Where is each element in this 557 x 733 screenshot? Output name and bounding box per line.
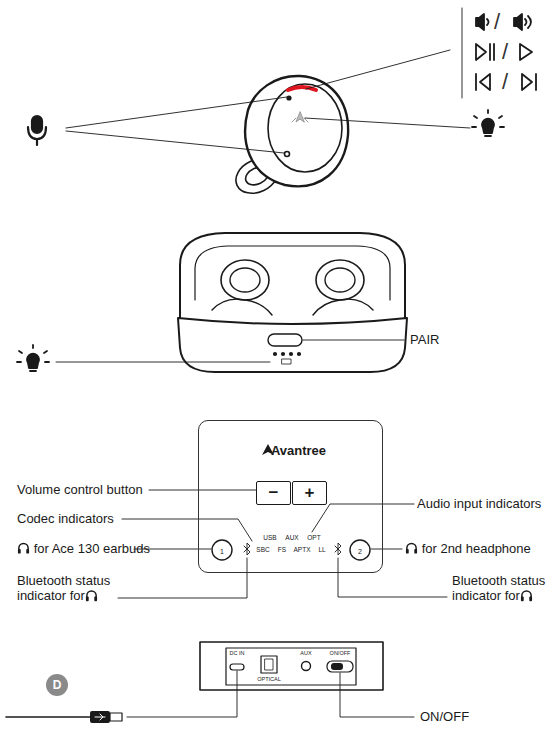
button-number-group: 1	[220, 548, 224, 556]
port-name: DC IN	[230, 650, 245, 656]
button-number: 1	[220, 548, 224, 555]
leader-line	[66, 97, 287, 128]
button-symbol: +	[305, 483, 315, 503]
leader-line	[66, 131, 284, 153]
leader-line	[340, 673, 414, 717]
part-name: Volume control button	[17, 482, 143, 497]
port-name-group: DC IN	[230, 650, 245, 656]
part-name-group: PAIR	[410, 333, 439, 348]
bluetooth-led	[335, 543, 341, 555]
headphone-icon	[17, 542, 30, 555]
spacer	[418, 541, 422, 556]
input-indicator: OPT	[307, 534, 320, 541]
leader-line	[122, 519, 252, 541]
input-indicator-group: AUX	[285, 534, 298, 541]
light-icon	[17, 345, 49, 371]
input-indicator: USB	[263, 534, 276, 541]
usb-cable	[6, 711, 122, 723]
button-number: 2	[358, 548, 362, 555]
headphone-1-button	[212, 540, 232, 560]
part-name: for 2nd headphone	[422, 541, 531, 556]
headphone-2-button	[350, 540, 370, 560]
callout-letter: D	[53, 678, 62, 692]
part-name-group: for Ace 130 earbuds	[17, 542, 150, 557]
button-symbol: −	[269, 483, 279, 503]
mic-icon	[28, 116, 46, 145]
codec-indicator: APTX	[294, 546, 311, 553]
part-name: for Ace 130 earbuds	[34, 541, 150, 556]
logo	[292, 112, 308, 122]
part-name-group: for 2nd headphone	[405, 542, 531, 557]
volume-up-button: +	[292, 481, 327, 505]
earbud-face	[268, 84, 342, 172]
leader-line	[338, 558, 447, 597]
leader-line	[56, 362, 270, 363]
separator-group: /	[502, 69, 508, 94]
earbud-shell	[245, 76, 348, 186]
leader-line	[312, 504, 414, 532]
rear-panel	[200, 642, 383, 690]
part-name: Audio input indicators	[417, 496, 541, 511]
headphone-icon	[85, 589, 98, 602]
part-name-group: Bluetooth status indicator for	[17, 574, 129, 604]
part-name-group: Codec indicators	[17, 512, 114, 527]
callout-letter: D	[46, 674, 68, 696]
leader-line	[149, 490, 256, 491]
bluetooth-led	[244, 543, 250, 555]
port-name: OPTICAL	[257, 676, 281, 682]
bracket-line	[462, 8, 463, 98]
leader-line	[303, 340, 404, 341]
mic-hole	[287, 96, 291, 100]
charging-case	[178, 233, 407, 372]
codec-indicator: FS	[278, 546, 286, 553]
leader-line	[118, 558, 247, 598]
switch-name-group: ON/OFF	[330, 650, 351, 656]
port-name: AUX	[300, 650, 311, 656]
brand-name: Avantree	[255, 443, 326, 458]
port-name-group: OPTICAL	[257, 676, 281, 682]
leader-line	[306, 50, 450, 89]
separator-group: /	[494, 9, 500, 34]
codec-indicator-group: LL	[318, 546, 325, 553]
separator: /	[494, 9, 500, 34]
separator-group: /	[502, 39, 508, 64]
leader-line	[127, 671, 237, 717]
codec-indicator-group: APTX	[294, 546, 311, 553]
codec-indicator: LL	[318, 546, 325, 553]
part-name-group: Bluetooth status indicator for	[452, 574, 556, 604]
separator: /	[502, 69, 508, 94]
codec-indicator-group: FS	[278, 546, 286, 553]
mic-hole	[285, 152, 290, 157]
part-name: ON/OFF	[420, 709, 469, 724]
volume-down-button: −	[256, 481, 291, 505]
part-name-group: ON/OFF	[420, 710, 469, 725]
part-name-group: Audio input indicators	[417, 497, 541, 512]
input-indicator-group: OPT	[307, 534, 320, 541]
switch-name: ON/OFF	[330, 650, 351, 656]
input-indicator: AUX	[285, 534, 298, 541]
input-indicator-group: USB	[263, 534, 276, 541]
part-name: Codec indicators	[17, 511, 114, 526]
button-number-group: 2	[358, 548, 362, 556]
codec-indicator-group: SBC	[256, 546, 269, 553]
leader-line	[305, 118, 470, 128]
part-name-group: Volume control button	[17, 483, 143, 498]
spacer	[30, 541, 34, 556]
headphone-icon	[520, 589, 533, 602]
part-name: PAIR	[410, 332, 439, 347]
transmitter-front-panel: Avantree − +	[198, 420, 383, 573]
port-name-group: AUX	[300, 650, 311, 656]
leader-line	[371, 549, 402, 550]
codec-indicator: SBC	[256, 546, 269, 553]
headphone-icon	[405, 542, 418, 555]
light-icon	[472, 110, 504, 136]
separator: /	[502, 39, 508, 64]
